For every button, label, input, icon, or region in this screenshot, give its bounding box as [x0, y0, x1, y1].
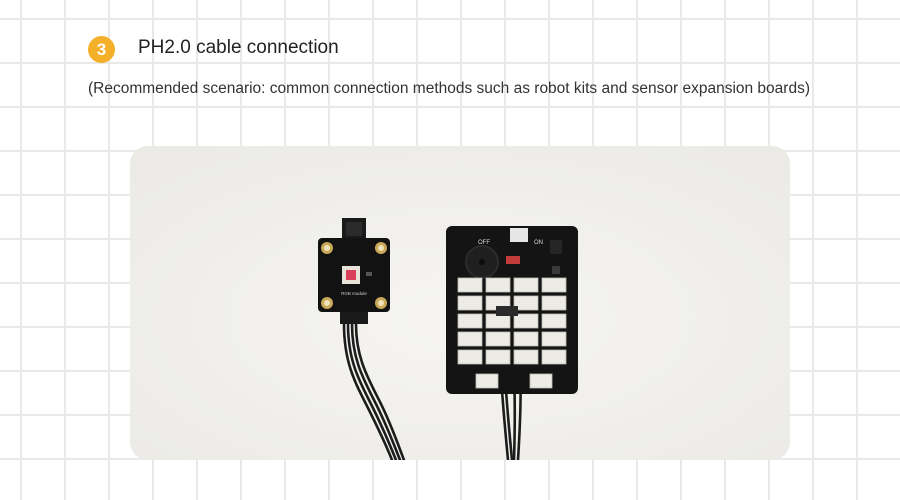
- product-photo: RGB module OFF ON: [130, 146, 790, 460]
- switch-on-label: ON: [534, 240, 543, 246]
- section-title: PH2.0 cable connection: [138, 37, 339, 58]
- photo-illustration: RGB module OFF ON: [130, 146, 790, 460]
- section-subtitle: (Recommended scenario: common connection…: [88, 80, 810, 97]
- step-number-badge: 3: [88, 36, 115, 63]
- switch-off-label: OFF: [478, 240, 490, 246]
- expansion-board: OFF ON: [446, 226, 578, 394]
- module-label: RGB module: [341, 291, 367, 296]
- rgb-module: RGB module: [318, 218, 390, 324]
- ph-cable: [342, 322, 406, 460]
- connector-grid: [457, 277, 567, 389]
